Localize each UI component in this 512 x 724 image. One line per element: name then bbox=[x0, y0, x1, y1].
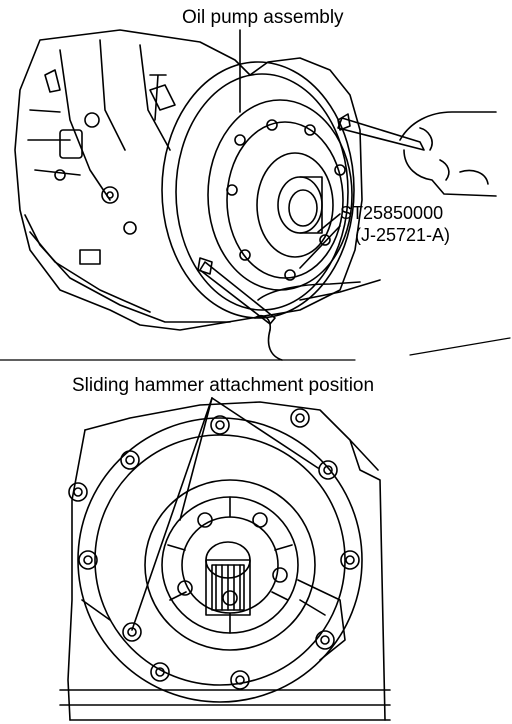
sliding-hammer-position-label: Sliding hammer attachment position bbox=[72, 375, 375, 396]
lower-hand-and-tool bbox=[197, 213, 381, 361]
pump-face-illustration bbox=[59, 397, 391, 721]
tool-alt-number-label: (J-25721-A) bbox=[355, 225, 451, 245]
upper-hand-and-tool bbox=[337, 111, 497, 197]
oil-pump-assembly-label: Oil pump assembly bbox=[182, 7, 344, 28]
tool-number-label: ST25850000 bbox=[340, 203, 444, 223]
